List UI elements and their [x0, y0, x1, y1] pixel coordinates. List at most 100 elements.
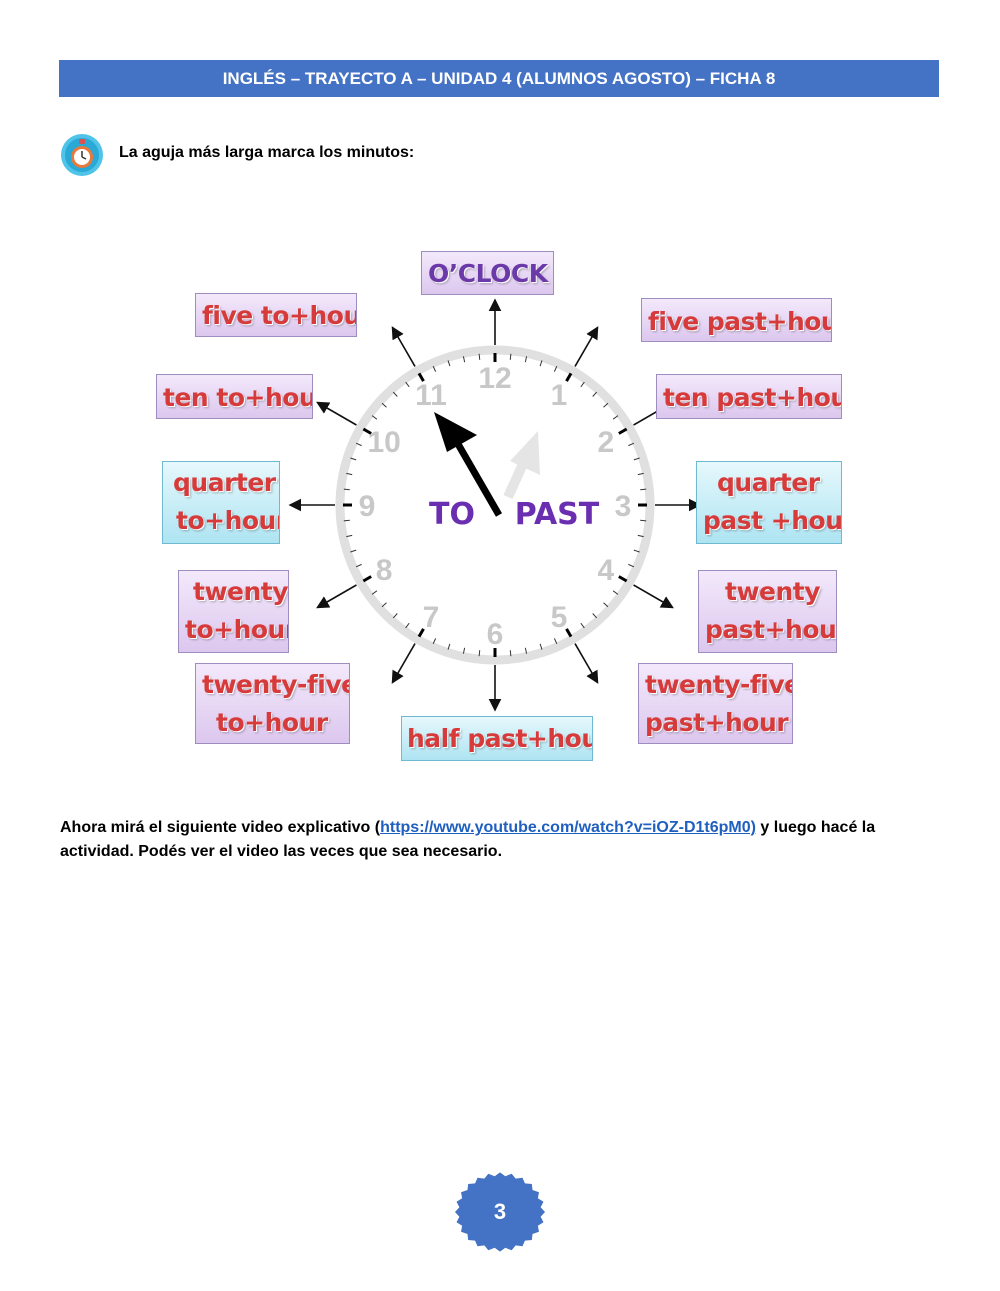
clock-tick — [640, 488, 647, 491]
intro-text: La aguja más larga marca los minutos: — [119, 144, 415, 161]
clock-tick — [346, 472, 353, 476]
clock-number-4: 4 — [598, 554, 615, 587]
clock-number-8: 8 — [376, 554, 393, 587]
video-text-before: Ahora mirá el siguiente video explicativ… — [60, 819, 381, 836]
clock-tick — [392, 613, 398, 619]
clock-tick — [603, 602, 609, 608]
intro-row: La aguja más larga marca los minutos: — [60, 133, 414, 177]
clock-tick — [509, 353, 512, 360]
clock-tick — [350, 549, 357, 553]
clock-tick — [580, 622, 585, 629]
direction-arrow — [633, 584, 674, 609]
clock-tick — [478, 353, 481, 360]
clock-tick — [603, 402, 609, 408]
clock-tick — [362, 575, 372, 583]
clock-tick — [612, 590, 619, 595]
clock-tick — [553, 365, 558, 372]
minute-hand — [434, 412, 503, 517]
clock-tick — [417, 628, 425, 638]
clock-tick — [618, 575, 628, 583]
clock-number-11: 11 — [415, 379, 447, 412]
clock-tick — [637, 534, 644, 538]
clock-number-12: 12 — [478, 362, 511, 395]
clock-tick — [628, 442, 635, 447]
clock-tick — [478, 650, 481, 657]
clock-tick — [346, 534, 353, 538]
clock-tick — [565, 628, 573, 638]
clock-tick — [565, 372, 573, 382]
direction-arrow — [316, 401, 357, 426]
stopwatch-icon — [61, 134, 103, 176]
clock-tick — [447, 360, 451, 367]
page-header: INGLÉS – TRAYECTO A – UNIDAD 4 (ALUMNOS … — [59, 60, 939, 97]
clock-tick — [447, 643, 451, 650]
clock-tick — [633, 549, 640, 553]
clock-tick — [371, 415, 378, 420]
clock-number-1: 1 — [551, 379, 568, 412]
clock-tick — [628, 563, 635, 568]
clock-number-6: 6 — [487, 618, 504, 651]
clock-tick — [580, 381, 585, 388]
clock-tick — [355, 442, 362, 447]
video-instructions: Ahora mirá el siguiente video explicativ… — [60, 816, 945, 864]
clock-ticks — [343, 353, 647, 657]
clock-tick — [417, 372, 425, 382]
page-number: 3 — [493, 1199, 507, 1224]
clock-tick — [405, 381, 410, 388]
video-link[interactable]: https://www.youtube.com/watch?v=iOZ-D1t6… — [380, 819, 756, 836]
label-ten-to: ten to+hour — [156, 374, 313, 419]
direction-arrows — [288, 298, 702, 712]
clock-tick — [524, 647, 528, 654]
clock-tick — [462, 647, 466, 654]
clock-tick — [553, 638, 558, 645]
clock-tick — [509, 650, 512, 657]
clock-number-7: 7 — [423, 601, 440, 634]
label-half-past: half past+hour — [401, 716, 593, 761]
direction-arrow — [574, 326, 599, 367]
clock-tick — [612, 415, 619, 420]
past-hand-arrow — [503, 431, 540, 500]
clock-tick — [392, 391, 398, 397]
clock-tick — [640, 519, 647, 522]
to-label: TO — [429, 497, 475, 532]
clock-tick — [592, 613, 598, 619]
direction-arrow — [391, 643, 416, 684]
clock-tick — [343, 519, 350, 522]
clock-tick — [633, 457, 640, 461]
clock-tick — [381, 402, 387, 408]
clock-tick — [432, 365, 437, 372]
clock-number-2: 2 — [598, 426, 615, 459]
direction-arrow — [316, 584, 357, 609]
clock-tick — [362, 427, 372, 435]
clock-tick — [539, 360, 543, 367]
label-ten-past: ten past+hour — [656, 374, 842, 419]
clock-tick — [371, 590, 378, 595]
clock-number-10: 10 — [367, 426, 400, 459]
video-text-after: y luego hacé la actividad. Podés ver el … — [60, 819, 876, 860]
clock-tick — [350, 457, 357, 461]
clock-tick — [637, 472, 644, 476]
direction-arrow — [574, 643, 599, 684]
direction-arrow — [391, 326, 416, 367]
label-five-to: five to+hour — [195, 293, 357, 337]
clock-tick — [524, 356, 528, 363]
clock-number-3: 3 — [615, 490, 632, 523]
clock-tick — [381, 602, 387, 608]
label-five-past: five past+hour — [641, 298, 832, 342]
past-label: PAST — [515, 497, 600, 532]
page-badge — [455, 1172, 545, 1252]
clock-tick — [618, 427, 628, 435]
clock-tick — [343, 488, 350, 491]
clock-number-5: 5 — [551, 601, 568, 634]
label-oclock: O’CLOCK — [421, 251, 554, 295]
clock-tick — [432, 638, 437, 645]
clock-tick — [355, 563, 362, 568]
